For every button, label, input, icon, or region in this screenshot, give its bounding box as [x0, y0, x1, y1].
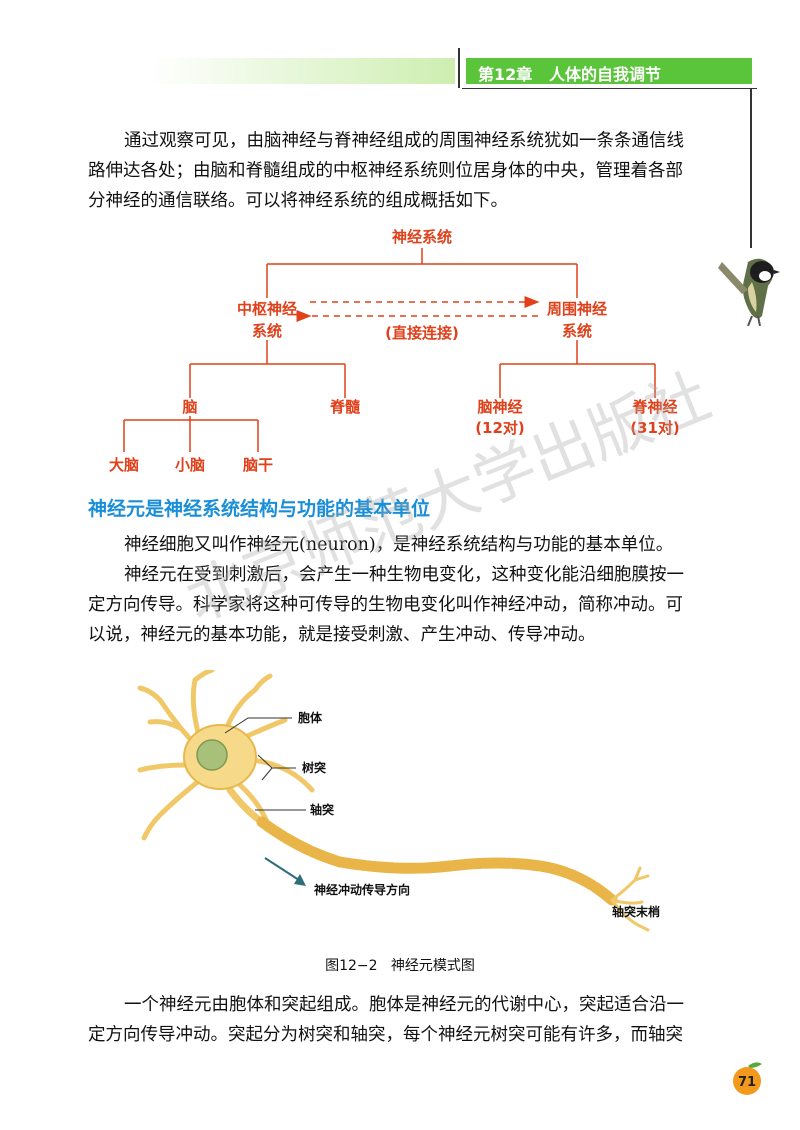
- direct-link-label: (直接连接): [385, 324, 459, 342]
- direction-arrow-shaft: [264, 857, 303, 883]
- text-line: 分神经的通信联络。可以将神经系统的组成概括如下。: [88, 191, 508, 211]
- node-brainstem: 脑干: [243, 456, 273, 474]
- node-peripheral-nervous-system-line1: 周围神经: [547, 300, 607, 318]
- intro-paragraph: 通过观察可见，由脑神经与脊神经组成的周围神经系统犹如一条条通信线 路伸达各处；由…: [88, 126, 728, 216]
- text-line: 神经细胞又叫作神经元(neuron)，是神经系统结构与功能的基本单位。: [124, 535, 674, 555]
- header-rule: [458, 48, 460, 88]
- figure-caption: 图12−2 神经元模式图: [325, 958, 475, 974]
- label-impulse-direction: 神经冲动传导方向: [314, 882, 410, 897]
- node-cerebrum: 大脑: [109, 456, 139, 474]
- node-central-nervous-system-line2: 系统: [252, 322, 282, 340]
- label-axon: 轴突: [310, 802, 334, 817]
- nucleus-shape: [196, 739, 228, 771]
- text-line: 神经元在受到刺激后，会产生一种生物电变化，这种变化能沿细胞膜按一: [124, 565, 684, 585]
- page-number: 71: [738, 1075, 756, 1090]
- direction-arrow-icon: [294, 874, 306, 886]
- text-line: 以说，神经元的基本功能，就是接受刺激、产生冲动、传导冲动。: [88, 625, 596, 645]
- label-axon-terminal: 轴突末梢: [612, 904, 660, 919]
- node-nervous-system: 神经系统: [392, 228, 452, 246]
- axon-terminals: [610, 866, 650, 932]
- node-cerebellum: 小脑: [175, 456, 205, 474]
- node-central-nervous-system-line1: 中枢神经: [237, 300, 297, 318]
- neuron-function-paragraph: 神经元在受到刺激后，会产生一种生物电变化，这种变化能沿细胞膜按一 定方向传导。科…: [88, 560, 728, 650]
- chapter-number: 第12章: [478, 65, 533, 84]
- node-spinal-nerves: 脊神经: [631, 398, 677, 416]
- text-line: 定方向传导冲动。突起分为树突和轴突，每个神经元树突可能有许多，而轴突: [88, 1025, 683, 1045]
- leader-lines: [224, 717, 306, 811]
- leaf-icon: [748, 1062, 762, 1068]
- diagram-connectors: [123, 248, 656, 452]
- text-line: 路伸达各处；由脑和脊髓组成的中枢神经系统则位居身体的中央，管理着各部: [88, 161, 683, 181]
- text-line: 通过观察可见，由脑神经与脊神经组成的周围神经系统犹如一条条通信线: [124, 131, 684, 151]
- neuron-illustration: 胞体 树突 轴突 神经冲动传导方向 轴突末梢: [137, 670, 660, 932]
- label-dendrite: 树突: [302, 760, 326, 775]
- node-brain: 脑: [182, 398, 197, 416]
- spinal-nerves-count: (31对): [630, 419, 680, 437]
- header-rule-horizontal: [462, 88, 757, 89]
- header-gradient: [150, 58, 455, 84]
- axon-shape: [256, 816, 618, 906]
- text-line: 定方向传导。科学家将这种可传导的生物电变化叫作神经冲动，简称冲动。可: [88, 595, 683, 615]
- margin-rule: [750, 88, 752, 248]
- page-number-badge: 71: [733, 1062, 762, 1095]
- text-line: 一个神经元由胞体和突起组成。胞体是神经元的代谢中心，突起适合沿一: [124, 995, 684, 1015]
- neuron-structure-paragraph: 一个神经元由胞体和突起组成。胞体是神经元的代谢中心，突起适合沿一 定方向传导冲动…: [88, 990, 728, 1050]
- label-cell-body: 胞体: [298, 710, 323, 725]
- node-spinal-cord: 脊髓: [329, 398, 361, 416]
- neuron-definition-paragraph: 神经细胞又叫作神经元(neuron)，是神经系统结构与功能的基本单位。: [88, 530, 728, 560]
- section-heading: 神经元是神经系统结构与功能的基本单位: [88, 498, 431, 520]
- cranial-nerves-count: (12对): [475, 419, 525, 437]
- node-cranial-nerves: 脑神经: [477, 398, 522, 416]
- bird-illustration: [718, 258, 780, 326]
- node-peripheral-nervous-system-line2: 系统: [562, 322, 592, 340]
- chapter-title: 人体的自我调节: [549, 65, 662, 84]
- chapter-header: 第12章 人体的自我调节: [466, 58, 752, 84]
- nervous-system-diagram: 神经系统 中枢神经 系统 周围神经 系统 (直接连接) 脑 脊髓 脑神经 (12…: [109, 228, 680, 474]
